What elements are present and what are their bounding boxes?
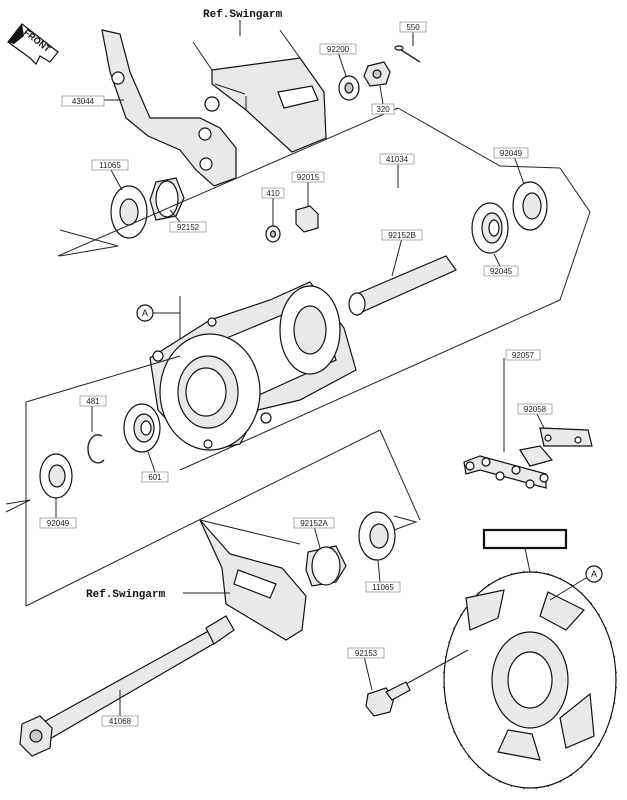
front-arrow-icon: FRONT xyxy=(7,23,59,66)
part-label-box xyxy=(261,187,285,199)
bearing-601 xyxy=(123,403,161,453)
part-number-label: 92057 xyxy=(512,351,535,360)
axle-41068 xyxy=(19,615,235,757)
part-number-label: 92153 xyxy=(355,649,378,658)
part-number-label: 601 xyxy=(148,473,162,482)
ref-swingarm-bottom: Ref.Swingarm xyxy=(86,589,166,601)
part-label-box xyxy=(319,43,357,55)
leader-line xyxy=(337,51,347,77)
leader-line xyxy=(377,559,381,583)
cotter-pin-550 xyxy=(394,45,421,63)
part-label-box xyxy=(371,103,395,115)
part-number-label: 11065 xyxy=(99,161,121,170)
part-label-box xyxy=(91,159,129,171)
part-number-label: 92152 xyxy=(177,223,200,232)
part-label-box xyxy=(101,715,139,727)
part-number-label: 92049 xyxy=(47,519,70,528)
castle-nut-320 xyxy=(363,61,391,87)
leader-line xyxy=(513,155,525,185)
part-number-label: 550 xyxy=(406,23,420,32)
part-label-box xyxy=(365,581,401,593)
part-number-label: 481 xyxy=(86,397,100,406)
part-label-box xyxy=(61,95,105,107)
part-label-box xyxy=(399,21,427,33)
leader-line xyxy=(391,237,403,277)
part-number-label: 320 xyxy=(376,105,390,114)
master-link-92058 xyxy=(519,427,593,467)
callout-a-sprocket-label: A xyxy=(591,569,597,579)
part-label-box xyxy=(293,517,335,529)
part-number-label: 11065 xyxy=(372,583,394,592)
part-label-box xyxy=(141,471,169,483)
part-number-label: 92045 xyxy=(490,267,513,276)
collar-92152 xyxy=(149,177,185,221)
part-label-box xyxy=(381,229,423,241)
part-number-label: 410 xyxy=(266,189,280,198)
leader-line xyxy=(169,209,181,223)
leader-line xyxy=(109,167,123,191)
part-label-box xyxy=(347,647,385,659)
part-number-label: 41068 xyxy=(109,717,132,726)
rear-hub-41034 xyxy=(149,281,357,451)
leader-line xyxy=(379,85,384,105)
assembly-outline-upper xyxy=(57,107,591,471)
callout-a-sprocket: A xyxy=(549,565,603,601)
part-label-box xyxy=(79,395,107,407)
swingarm-lower-section: Ref.Swingarm xyxy=(86,519,307,641)
bearing-92045 xyxy=(471,202,509,254)
ref-swingarm-top: Ref.Swingarm xyxy=(203,9,283,21)
seal-11065-lower xyxy=(358,511,418,561)
leader-line xyxy=(313,525,321,549)
part-label-box xyxy=(493,147,529,159)
seal-92049-lower xyxy=(39,453,73,499)
chain-adjuster-43044 xyxy=(101,29,237,187)
part-label-box xyxy=(379,153,415,165)
part-number-label: 92058 xyxy=(524,405,547,414)
part-label-box xyxy=(169,221,207,233)
part-label-box xyxy=(517,403,553,415)
callout-a-hub: A xyxy=(136,304,180,322)
assembly-outline-lower xyxy=(5,355,421,607)
part-label-box xyxy=(483,265,519,277)
part-number-label: 92200 xyxy=(327,45,350,54)
leader-line xyxy=(493,253,501,267)
part-number-label: 43044 xyxy=(72,97,95,106)
leader-line xyxy=(524,547,531,573)
drive-chain-92057 xyxy=(463,455,549,489)
circlip-481 xyxy=(87,434,105,464)
sprocket-label-frame xyxy=(482,528,568,550)
seal-92049-upper xyxy=(512,181,548,231)
part-number-label: 92152B xyxy=(388,231,416,240)
part-number-label: 92015 xyxy=(297,173,320,182)
collar-92152A xyxy=(305,545,347,587)
bolt-92153 xyxy=(365,649,469,717)
part-label-box xyxy=(39,517,77,529)
part-label-box xyxy=(291,171,325,183)
swingarm-upper-section: Ref.Swingarm xyxy=(192,9,327,153)
leader-line xyxy=(147,451,156,473)
callout-a-label: A xyxy=(142,308,148,318)
sprocket-42041D xyxy=(442,570,618,790)
leader-line xyxy=(363,655,373,691)
nut-92015 xyxy=(295,205,319,233)
leader-line xyxy=(535,411,545,429)
part-number-label: 92049 xyxy=(500,149,523,158)
part-number-label: 92152A xyxy=(300,519,328,528)
part-label-box xyxy=(505,349,541,361)
part-number-label: 41034 xyxy=(386,155,409,164)
spacer-92152B xyxy=(348,255,457,316)
